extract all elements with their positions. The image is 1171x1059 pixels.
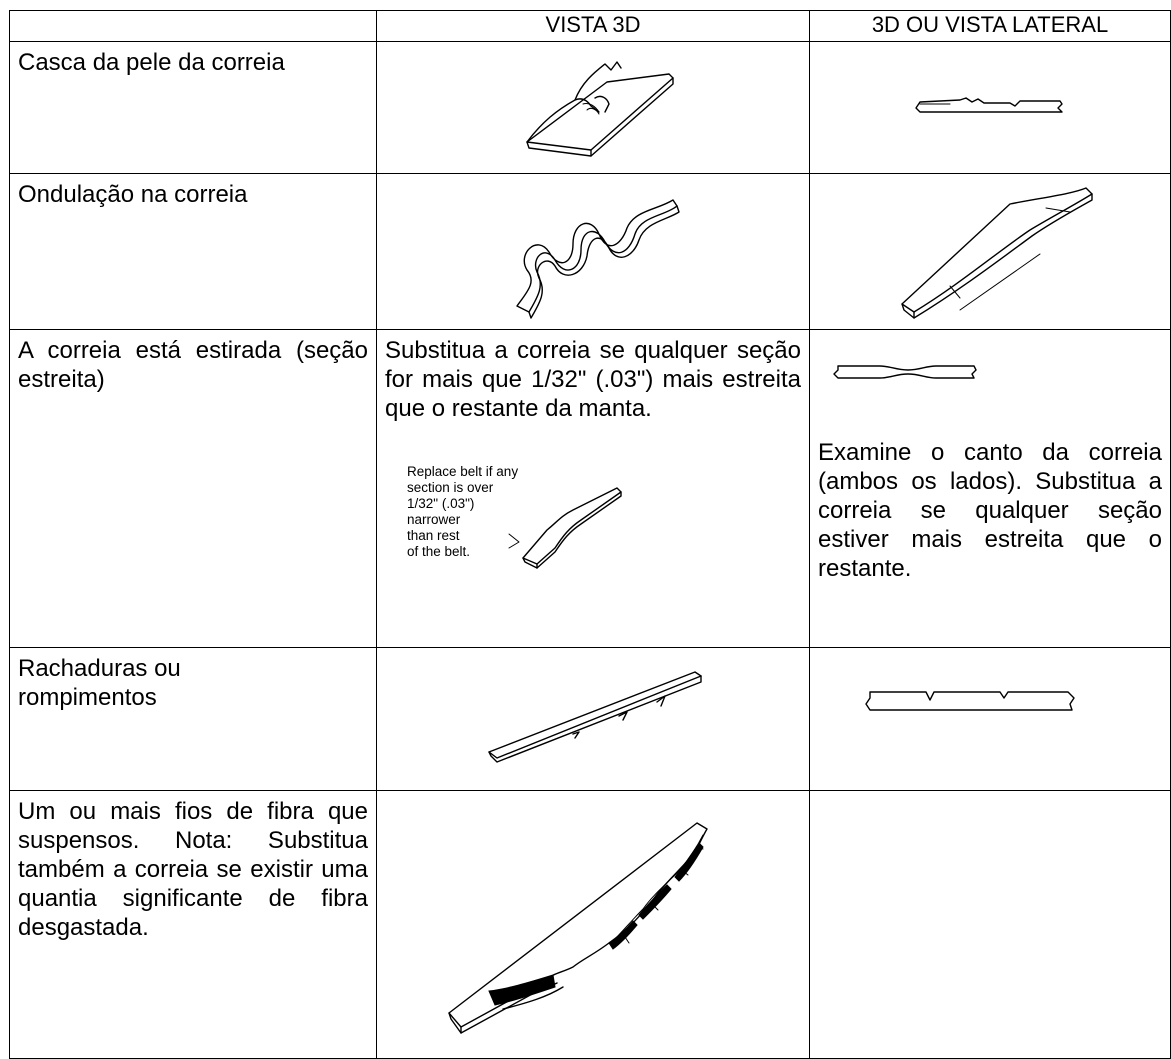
belt-inspection-table: VISTA 3D 3D OU VISTA LATERAL Casca da pe… bbox=[9, 10, 1171, 1059]
cracked-belt-illustration bbox=[488, 671, 702, 763]
row-label-cell: Um ou mais fios de fibra que suspensos. … bbox=[9, 790, 377, 1059]
side-view-instruction-text: Examine o canto da correia (ambos os lad… bbox=[818, 439, 1162, 582]
row-label: Ondulação na correia bbox=[18, 181, 248, 208]
frayed-belt-illustration bbox=[448, 822, 708, 1034]
peeling-belt-side-icon bbox=[915, 97, 1063, 113]
row-label: Rachaduras ou rompimentos bbox=[18, 655, 181, 711]
table-row: Um ou mais fios de fibra que suspensos. … bbox=[9, 790, 1171, 1059]
peeling-belt-illustration bbox=[526, 61, 674, 157]
row-3d-cell bbox=[376, 41, 810, 174]
row-3d-cell bbox=[376, 647, 810, 791]
wavy-belt-illustration bbox=[516, 199, 680, 319]
caption-line: narrower bbox=[407, 512, 461, 527]
row-label-cell: A correia está estirada (seção estreita) bbox=[9, 329, 377, 648]
warped-belt-illustration bbox=[901, 187, 1093, 319]
caption-line: Replace belt if any bbox=[407, 464, 519, 479]
figure-caption: Replace belt if any section is over 1/32… bbox=[407, 464, 518, 560]
row-3d-cell bbox=[376, 790, 810, 1059]
caption-line: of the belt. bbox=[407, 544, 471, 559]
table-row: A correia está estirada (seção estreita)… bbox=[9, 329, 1171, 648]
row-label: Um ou mais fios de fibra que suspensos. … bbox=[18, 798, 368, 941]
row-label: Casca da pele da correia bbox=[18, 49, 285, 76]
caption-line: than rest bbox=[407, 528, 460, 543]
row-label-cell: Casca da pele da correia bbox=[9, 41, 377, 174]
header-empty-cell bbox=[9, 10, 377, 42]
row-3d-cell bbox=[376, 173, 810, 330]
caption-line: section is over bbox=[407, 480, 494, 495]
header-side-view: 3D OU VISTA LATERAL bbox=[809, 10, 1171, 42]
header-row: VISTA 3D 3D OU VISTA LATERAL bbox=[9, 10, 1171, 42]
row-side-cell bbox=[809, 647, 1171, 791]
table-row: Casca da pele da correia bbox=[9, 41, 1171, 174]
row-side-cell: Examine o canto da correia (ambos os lad… bbox=[809, 329, 1171, 648]
caption-line: 1/32" (.03") bbox=[407, 496, 475, 511]
row-label: A correia está estirada (seção estreita) bbox=[18, 337, 368, 393]
table-row: Rachaduras ou rompimentos bbox=[9, 647, 1171, 791]
row-side-cell bbox=[809, 41, 1171, 174]
header-3d-view: VISTA 3D bbox=[376, 10, 810, 42]
narrow-belt-illustration bbox=[508, 487, 622, 569]
row-side-cell bbox=[809, 173, 1171, 330]
row-3d-cell: Substitua a correia se qualquer seção fo… bbox=[376, 329, 810, 648]
cracked-belt-side-icon bbox=[865, 691, 1075, 711]
row-label-cell: Ondulação na correia bbox=[9, 173, 377, 330]
table-row: Ondulação na correia bbox=[9, 173, 1171, 330]
row-side-cell-empty bbox=[809, 790, 1171, 1059]
narrow-belt-side-icon bbox=[833, 365, 977, 379]
replace-instruction-text: Substitua a correia se qualquer seção fo… bbox=[385, 337, 801, 422]
row-label-cell: Rachaduras ou rompimentos bbox=[9, 647, 377, 791]
